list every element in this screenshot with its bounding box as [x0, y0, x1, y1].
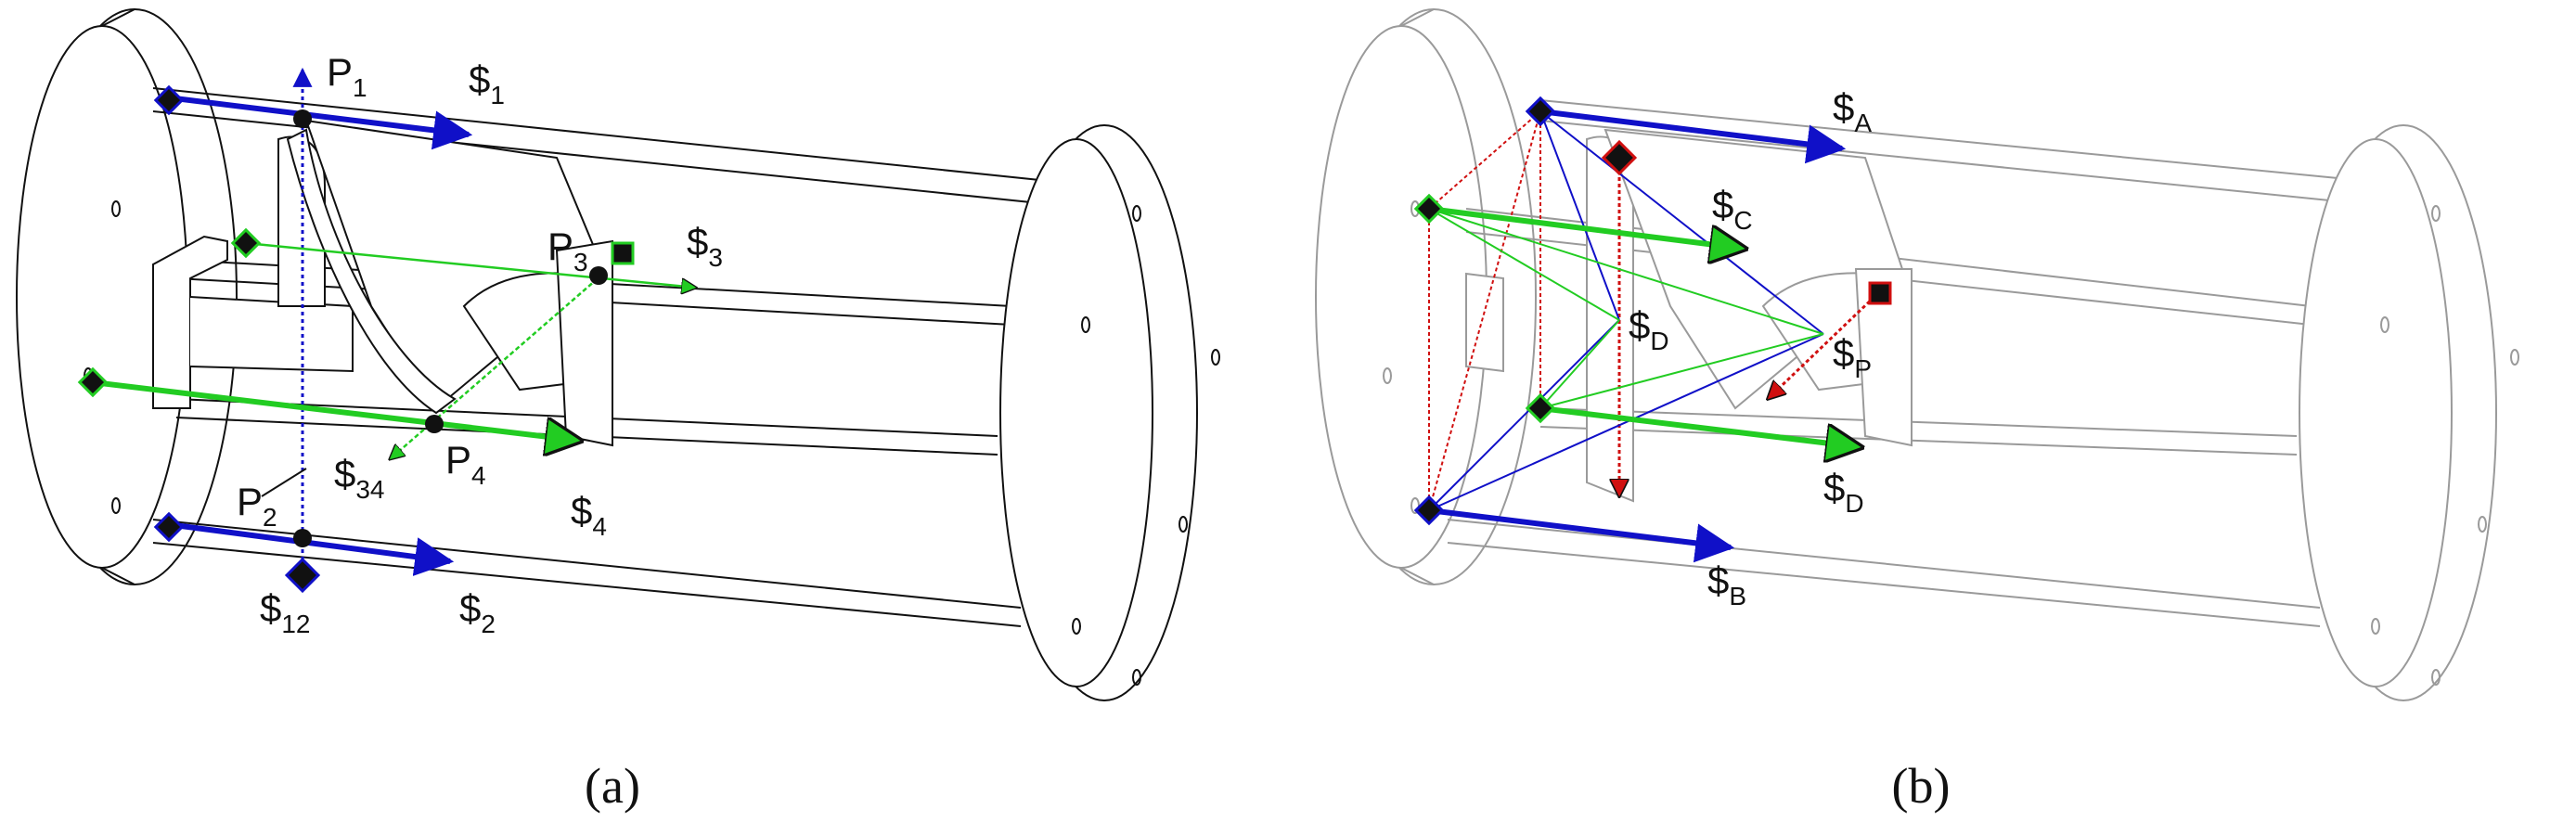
node-diamond — [153, 511, 185, 543]
label-sb: $B — [1707, 559, 1746, 610]
panel-a: P1 $1 P3 $3 $34 P4 $4 P2 $12 $2 (a) — [16, 8, 1220, 814]
label-sd1: $D — [1629, 303, 1669, 355]
panel-b: $A $C $D $P $D $B (b) — [1315, 8, 2519, 814]
label-sa: $A — [1833, 85, 1872, 137]
node-diamond — [284, 557, 321, 594]
caption-a: (a) — [585, 758, 640, 814]
node-diamond — [230, 227, 262, 259]
label-p4: P4 — [445, 438, 486, 490]
blue-links — [1428, 110, 1824, 511]
screw-a-arrow — [1539, 109, 1847, 164]
node-diamond — [1413, 495, 1445, 526]
node-diamond — [153, 84, 185, 116]
point-p1 — [293, 109, 312, 128]
red-frame — [1428, 110, 1541, 511]
screw-1-arrow — [166, 95, 473, 150]
label-s12: $12 — [260, 586, 311, 638]
mechanism-outline-b — [1315, 8, 2519, 701]
node-diamond — [77, 366, 109, 398]
p2-leader — [261, 468, 307, 497]
label-p3: P3 — [547, 225, 588, 276]
label-s4: $4 — [571, 489, 607, 541]
label-sd2: $D — [1823, 466, 1864, 518]
screw-34-line — [390, 273, 604, 459]
label-s34: $34 — [334, 452, 385, 504]
screw-c-arrow — [1428, 206, 1745, 249]
screw-d-arrow — [1539, 405, 1861, 447]
screw-3-arrow — [245, 241, 696, 288]
label-s2: $2 — [459, 586, 496, 638]
node-diamond — [1525, 96, 1556, 127]
label-p1: P1 — [327, 50, 367, 102]
label-s1: $1 — [469, 58, 505, 109]
label-p2: P2 — [237, 480, 277, 532]
mechanism-outline-a — [16, 8, 1220, 701]
node-square — [611, 241, 635, 265]
screw-4-arrow — [92, 379, 580, 441]
node-diamond — [1601, 139, 1638, 176]
node-diamond — [1525, 392, 1556, 424]
node-square — [1868, 281, 1892, 305]
node-diamond — [1413, 193, 1445, 225]
point-p4 — [425, 415, 444, 433]
label-sc: $C — [1712, 183, 1753, 235]
label-s3: $3 — [687, 220, 723, 272]
point-p2 — [293, 529, 312, 547]
green-links — [1428, 208, 1824, 409]
screw-b-arrow — [1428, 507, 1735, 563]
caption-b: (b) — [1892, 758, 1951, 814]
point-p3 — [589, 266, 608, 285]
label-sp: $P — [1833, 331, 1872, 383]
